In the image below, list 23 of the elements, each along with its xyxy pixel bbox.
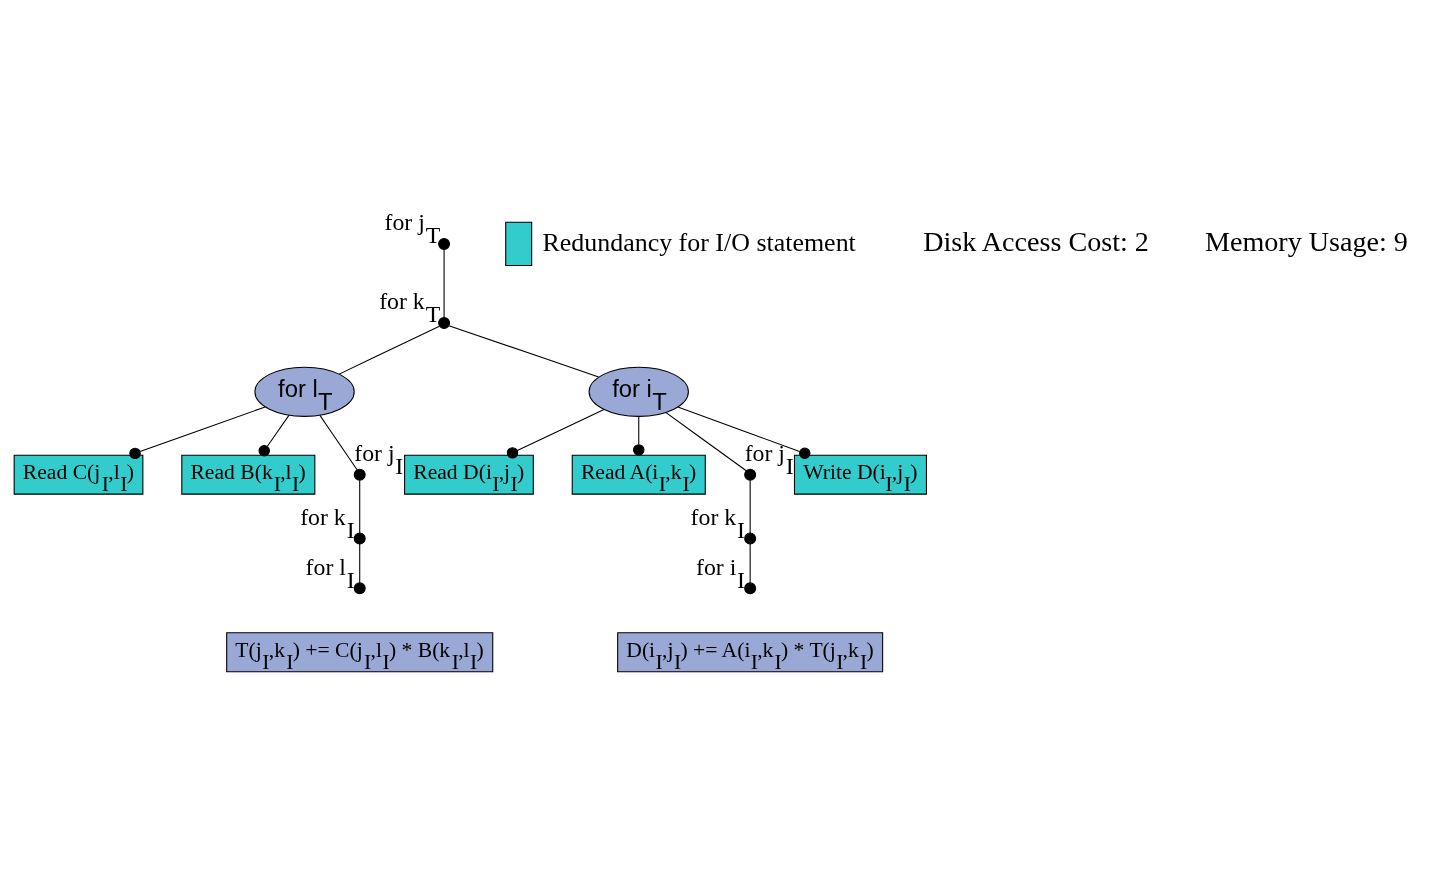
node-circle xyxy=(743,581,756,594)
connector xyxy=(358,479,360,534)
connector xyxy=(257,414,289,456)
node-circle xyxy=(353,581,366,594)
node-circle xyxy=(353,532,366,544)
node-circle xyxy=(743,532,756,544)
node-circle xyxy=(353,468,366,481)
connector xyxy=(318,414,358,470)
node-circle xyxy=(743,468,756,481)
connector xyxy=(664,411,747,471)
legend-label: Redundancy for I/O statement xyxy=(541,227,856,257)
connector xyxy=(338,325,440,375)
connector xyxy=(676,406,810,459)
label: Disk Access Cost: 2 xyxy=(922,225,1149,257)
connector xyxy=(749,479,751,534)
connector xyxy=(632,415,644,456)
connector xyxy=(443,248,445,318)
connector xyxy=(128,405,266,459)
label: Memory Usage: 9 xyxy=(1204,225,1408,257)
connector xyxy=(447,324,599,377)
connector xyxy=(358,542,360,583)
connector xyxy=(506,408,604,459)
connector xyxy=(749,542,751,583)
